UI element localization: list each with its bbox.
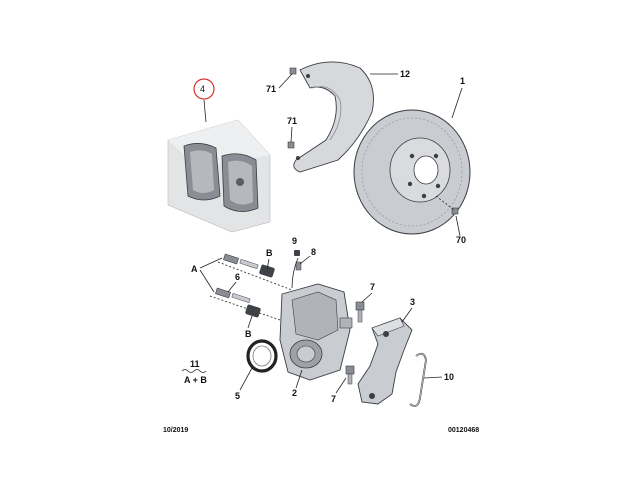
callout-12: 12 [400,69,410,79]
callout-B-lower: B [245,329,252,339]
callout-9: 9 [292,236,297,246]
brake-disc[interactable] [353,109,471,235]
callout-4: 4 [200,84,205,94]
bolt-71-lower[interactable] [287,141,295,149]
caliper-carrier[interactable] [357,317,413,405]
piston-seal[interactable] [246,339,278,373]
carrier-bolt-upper[interactable] [355,301,365,323]
callout-2: 2 [292,388,297,398]
callout-1: 1 [460,76,465,86]
footer-date: 10/2019 [163,427,188,434]
disc-screw-70[interactable] [451,207,459,215]
bolt-71-upper[interactable] [289,67,297,75]
guide-pin-upper[interactable] [223,253,259,269]
bleed-screw[interactable] [295,261,302,271]
callout-11: 11 [190,359,200,369]
callout-5: 5 [235,391,240,401]
kit-contents: A + B [184,375,207,385]
guide-pin-lower[interactable] [215,287,251,303]
brake-pad-set[interactable] [167,119,271,233]
brake-caliper[interactable] [279,283,353,381]
callout-3: 3 [410,297,415,307]
callout-7-upper: 7 [370,282,375,292]
callout-71-upper: 71 [266,84,276,94]
carrier-bolt-lower[interactable] [345,365,355,385]
callout-8: 8 [311,247,316,257]
callout-71-lower: 71 [287,116,297,126]
guide-pin-boot-upper[interactable] [259,264,275,278]
footer-reference: 00120468 [448,427,479,434]
anti-rattle-spring[interactable] [409,352,427,407]
brake-splash-shield[interactable] [293,61,374,173]
callout-70: 70 [456,235,466,245]
callout-10: 10 [444,372,454,382]
guide-pin-boot-lower[interactable] [245,304,261,318]
bleed-screw-cap[interactable] [294,250,300,256]
callout-6: 6 [235,272,240,282]
callout-B-upper: B [266,248,273,258]
callout-7-lower: 7 [331,394,336,404]
callout-A: A [191,264,198,274]
highlight-circle [193,78,215,100]
